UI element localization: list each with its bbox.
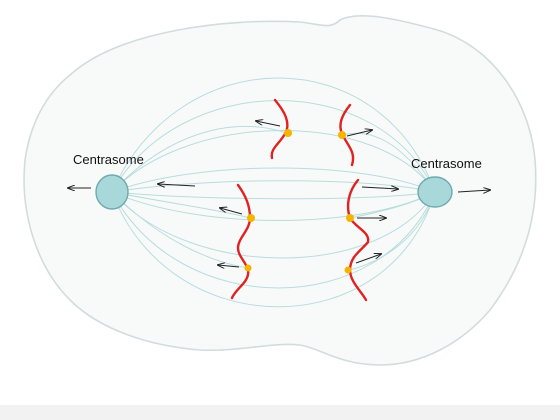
kinetochore-dot [338,131,346,139]
chromosome-mid-left [230,183,252,300]
arrow-icon [256,121,281,127]
arrow-icon [220,208,243,215]
kinetochore-dot [284,129,292,137]
centrosome-label-right: Centrasome [411,156,482,171]
kinetochore-dot [247,214,255,222]
arrow-icon [355,254,381,264]
bottom-bar [0,405,560,420]
chromosome-mid-right [346,178,370,302]
centrosome-label-left: Centrasome [73,152,144,167]
centrosome-right [417,176,453,208]
kinetochores [244,129,354,274]
movement-arrows [68,121,490,267]
arrow-icon [457,190,490,192]
arrow-icon [346,130,372,137]
kinetochore-dot [346,214,354,222]
arrow-icon [158,184,196,186]
arrow-icon [361,187,398,189]
kinetochore-dot [244,264,252,272]
cell-membrane [23,15,537,366]
arrow-icon [218,265,240,267]
kinetochore-dot [344,266,352,274]
centrosome-left [95,174,129,210]
spindle-fibers [111,77,436,308]
